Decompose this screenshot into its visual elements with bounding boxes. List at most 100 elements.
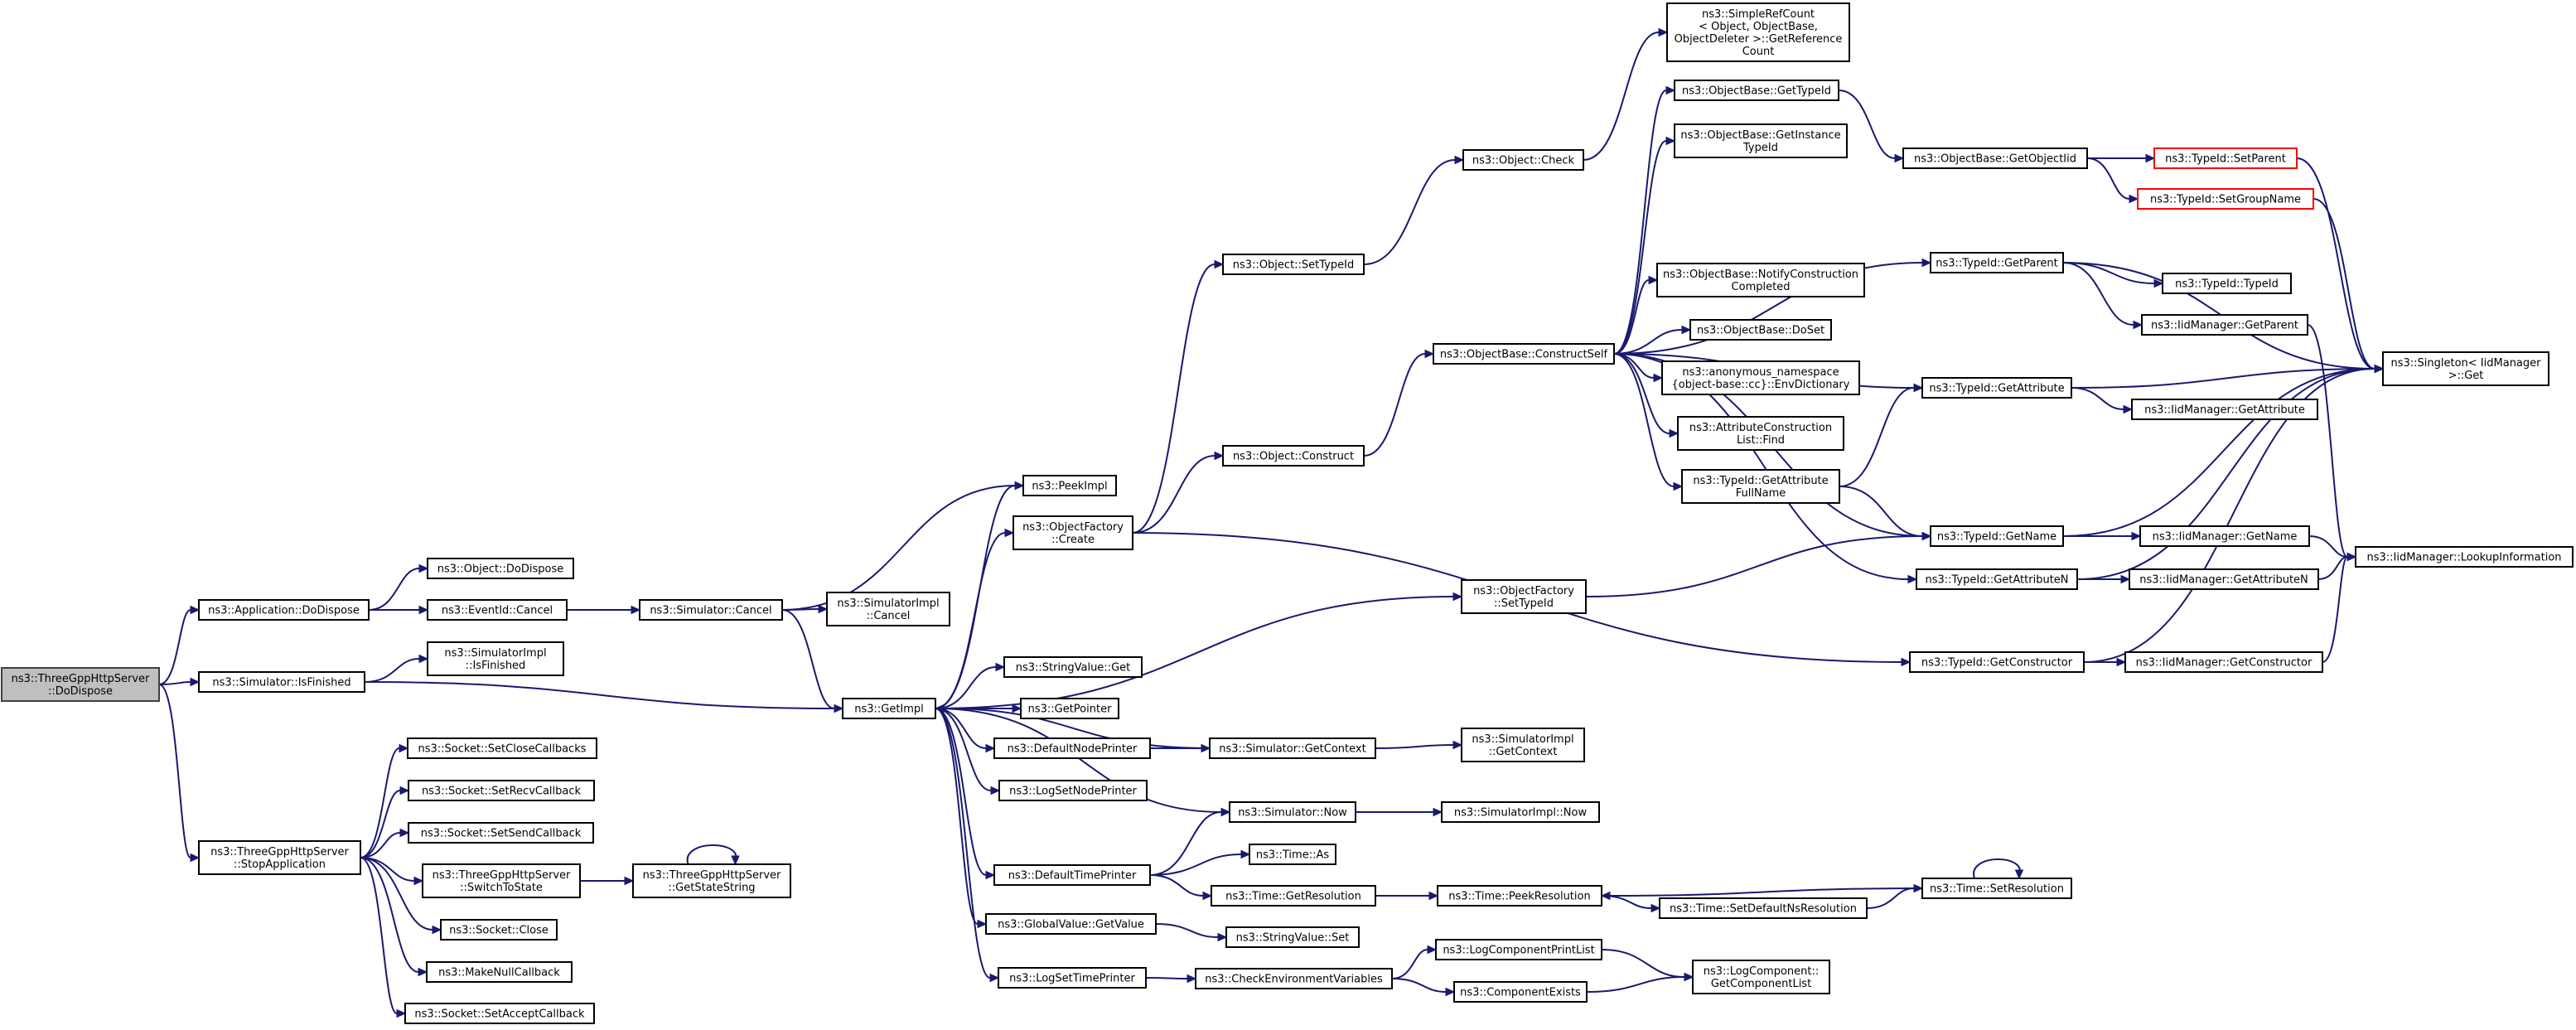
node-objfactory-settypeid[interactable]: ns3::ObjectFactory::SetTypeId [1461,579,1587,614]
arrowhead-typeid_getattrfullname-to-typeid_getattribute [1913,383,1924,393]
node-singleton-get[interactable]: ns3::Singleton< IidManager>::Get [2382,351,2549,386]
node-objfactory-create[interactable]: ns3::ObjectFactory::Create [1013,515,1133,550]
node-label: ns3::Time::SetResolution [1930,883,2064,896]
node-label: ::SetTypeId [1494,597,1554,610]
node-box [1930,252,2064,273]
node-componentexists[interactable]: ns3::ComponentExists [1453,981,1588,1003]
node-label: ObjectDeleter >::GetReference [1675,33,1843,46]
node-stopapp[interactable]: ns3::ThreeGppHttpServer::StopApplication [198,840,361,875]
node-sim-now[interactable]: ns3::Simulator::Now [1229,801,1356,823]
node-time-getresolution[interactable]: ns3::Time::GetResolution [1211,885,1376,907]
node-typeid-getparent[interactable]: ns3::TypeId::GetParent [1930,252,2064,273]
node-sock-setacceptcb[interactable]: ns3::Socket::SetAcceptCallback [404,1003,595,1024]
arrowhead-stopapp-to-sock_setsendcb [399,828,410,838]
node-obj-settypeid[interactable]: ns3::Object::SetTypeId [1222,254,1365,275]
node-typeid-getname[interactable]: ns3::TypeId::GetName [1930,525,2064,547]
node-label: ns3::Simulator::IsFinished [212,677,350,689]
node-iidmgr-lookupinfo[interactable]: ns3::IidManager::LookupInformation [2355,546,2574,568]
node-anon-envdict[interactable]: ns3::anonymous_namespace{object-base::cc… [1661,360,1860,395]
node-label: {object-base::cc}::EnvDictionary [1672,379,1850,391]
node-label: < Object, ObjectBase, [1699,21,1818,33]
node-typeid-setgroupname[interactable]: ns3::TypeId::SetGroupName [2137,188,2314,210]
node-typeid-getconstructor[interactable]: ns3::TypeId::GetConstructor [1909,651,2085,673]
edge-objbase_constructself-to-objbase_getinstancetypeid [1613,140,1667,355]
node-sim-isfinished[interactable]: ns3::Simulator::IsFinished [198,671,365,693]
node-label: ns3::TypeId::SetGroupName [2150,194,2301,206]
arrowhead-eventid_cancel-to-sim_cancel [631,605,641,615]
node-box [632,863,791,898]
node-stringvalue-set[interactable]: ns3::StringValue::Set [1225,926,1360,948]
node-iidmgr-getname[interactable]: ns3::IidManager::GetName [2139,525,2310,547]
edge-stopapp-to-sock_setsendcb [360,832,401,858]
node-sim-getcontext[interactable]: ns3::Simulator::GetContext [1209,737,1376,759]
node-simimpl-now[interactable]: ns3::SimulatorImpl::Now [1441,801,1600,823]
arrowhead-getimpl-to-peekimpl [1014,481,1025,491]
node-getstatestring[interactable]: ns3::ThreeGppHttpServer::GetStateString [632,863,791,898]
node-root[interactable]: ns3::ThreeGppHttpServer::DoDispose [1,667,160,702]
node-defaultnodeprinter[interactable]: ns3::DefaultNodePrinter [993,737,1151,759]
edge-root-to-sim_isfinished [158,681,191,685]
node-label: ns3::TypeId::GetParent [1936,258,2058,270]
node-objbase-notifyconstruction[interactable]: ns3::ObjectBase::NotifyConstructionCompl… [1656,263,1865,297]
node-switchtostate[interactable]: ns3::ThreeGppHttpServer::SwitchToState [422,863,581,898]
node-box [1674,123,1848,158]
node-sock-setclosecb[interactable]: ns3::Socket::SetCloseCallbacks [407,737,597,759]
node-app-dodispose[interactable]: ns3::Application::DoDispose [198,599,370,621]
node-box [1,667,160,702]
node-label: ns3::DefaultNodePrinter [1008,743,1138,756]
node-iidmgr-getattribute[interactable]: ns3::IidManager::GetAttribute [2131,399,2318,420]
node-obj-construct[interactable]: ns3::Object::Construct [1222,445,1365,467]
node-logcomp-getcomplist[interactable]: ns3::LogComponent::GetComponentList [1692,960,1830,994]
node-eventid-cancel[interactable]: ns3::EventId::Cancel [427,599,568,621]
node-globalvalue-getvalue[interactable]: ns3::GlobalValue::GetValue [985,913,1157,935]
node-simimpl-cancel[interactable]: ns3::SimulatorImpl::Cancel [826,592,950,626]
node-defaulttimeprinter[interactable]: ns3::DefaultTimePrinter [993,864,1151,886]
node-obj-dodispose[interactable]: ns3::Object::DoDispose [427,558,574,579]
node-iidmgr-getattributen[interactable]: ns3::IidManager::GetAttributeN [2129,568,2319,590]
node-sim-cancel[interactable]: ns3::Simulator::Cancel [639,599,783,621]
node-getpointer[interactable]: ns3::GetPointer [1020,698,1119,719]
node-iidmgr-getparent[interactable]: ns3::IidManager::GetParent [2141,314,2308,336]
node-objbase-doset[interactable]: ns3::ObjectBase::DoSet [1689,319,1832,341]
node-simimpl-isfinished[interactable]: ns3::SimulatorImpl::IsFinished [427,641,564,676]
node-sock-setrecvcb[interactable]: ns3::Socket::SetRecvCallback [408,780,595,801]
node-iidmgr-getconstructor[interactable]: ns3::IidManager::GetConstructor [2124,651,2323,673]
node-objbase-constructself[interactable]: ns3::ObjectBase::ConstructSelf [1433,343,1615,365]
node-typeid-typeid[interactable]: ns3::TypeId::TypeId [2162,273,2292,294]
node-getimpl[interactable]: ns3::GetImpl [842,698,936,719]
node-label: ::IsFinished [466,660,526,672]
node-simimpl-getcontext[interactable]: ns3::SimulatorImpl::GetContext [1461,728,1585,762]
node-settdefaultnsres[interactable]: ns3::Time::SetDefaultNsResolution [1659,897,1868,919]
node-objbase-gettypeid[interactable]: ns3::ObjectBase::GetTypeId [1674,80,1839,101]
node-label: ns3::Time::SetDefaultNsResolution [1670,903,1857,916]
node-box [1222,445,1365,467]
node-stringvalue-get[interactable]: ns3::StringValue::Get [1003,656,1143,678]
node-label: GetComponentList [1711,978,1811,990]
edge-globalvalue_getvalue-to-stringvalue_set [1155,923,1219,938]
node-simplerefcount[interactable]: ns3::SimpleRefCount< Object, ObjectBase,… [1666,2,1850,62]
node-logsetnodeprinter[interactable]: ns3::LogSetNodePrinter [998,780,1148,801]
node-time-setresolution[interactable]: ns3::Time::SetResolution [1921,878,2072,899]
node-sock-setsendcb[interactable]: ns3::Socket::SetSendCallback [408,822,594,844]
node-typeid-getattribute[interactable]: ns3::TypeId::GetAttribute [1921,377,2072,399]
node-sock-close[interactable]: ns3::Socket::Close [440,919,558,941]
node-logsettimeprinter[interactable]: ns3::LogSetTimePrinter [998,967,1147,989]
node-box [427,558,574,579]
node-obj-check[interactable]: ns3::Object::Check [1462,149,1584,171]
node-makenullcb[interactable]: ns3::MakeNullCallback [426,961,573,983]
node-typeid-getattributen[interactable]: ns3::TypeId::GetAttributeN [1916,568,2078,590]
edge-defaulttimeprinter-to-time_getresolution [1149,874,1204,897]
node-label: ns3::Socket::SetCloseCallbacks [418,743,586,756]
node-objbase-getobjectiid[interactable]: ns3::ObjectBase::GetObjectIid [1902,147,2088,169]
node-logcompprintlist[interactable]: ns3::LogComponentPrintList [1435,939,1602,960]
node-time-as[interactable]: ns3::Time::As [1249,844,1336,865]
node-time-peekresolution[interactable]: ns3::Time::PeekResolution [1437,885,1602,907]
node-peekimpl[interactable]: ns3::PeekImpl [1022,475,1117,496]
node-typeid-setparent[interactable]: ns3::TypeId::SetParent [2153,147,2298,169]
edge-objfactory_create-to-obj_construct [1132,455,1216,534]
edge-time_setresolution-to-time_peekresolution [1609,887,1923,897]
node-checkenvvars[interactable]: ns3::CheckEnvironmentVariables [1195,968,1393,989]
